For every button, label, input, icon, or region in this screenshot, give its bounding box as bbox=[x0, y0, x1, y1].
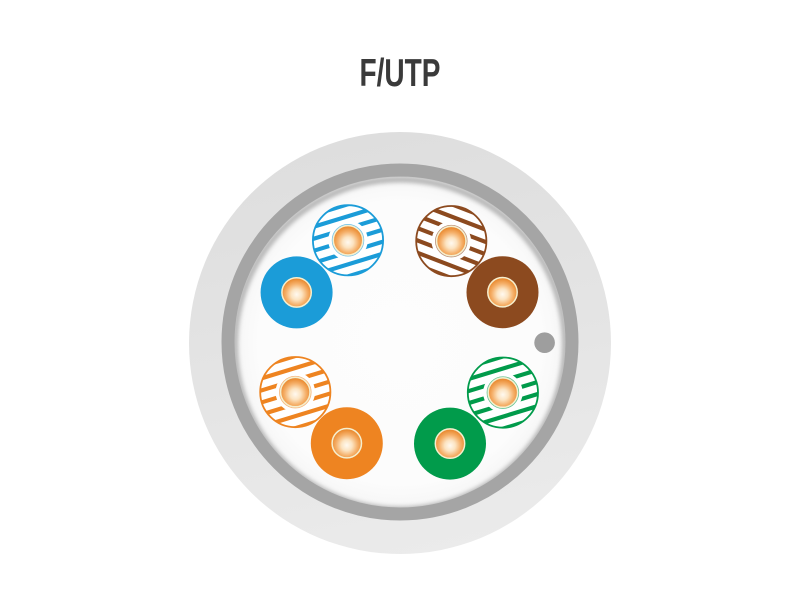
svg-text:F/UTP: F/UTP bbox=[360, 52, 441, 95]
